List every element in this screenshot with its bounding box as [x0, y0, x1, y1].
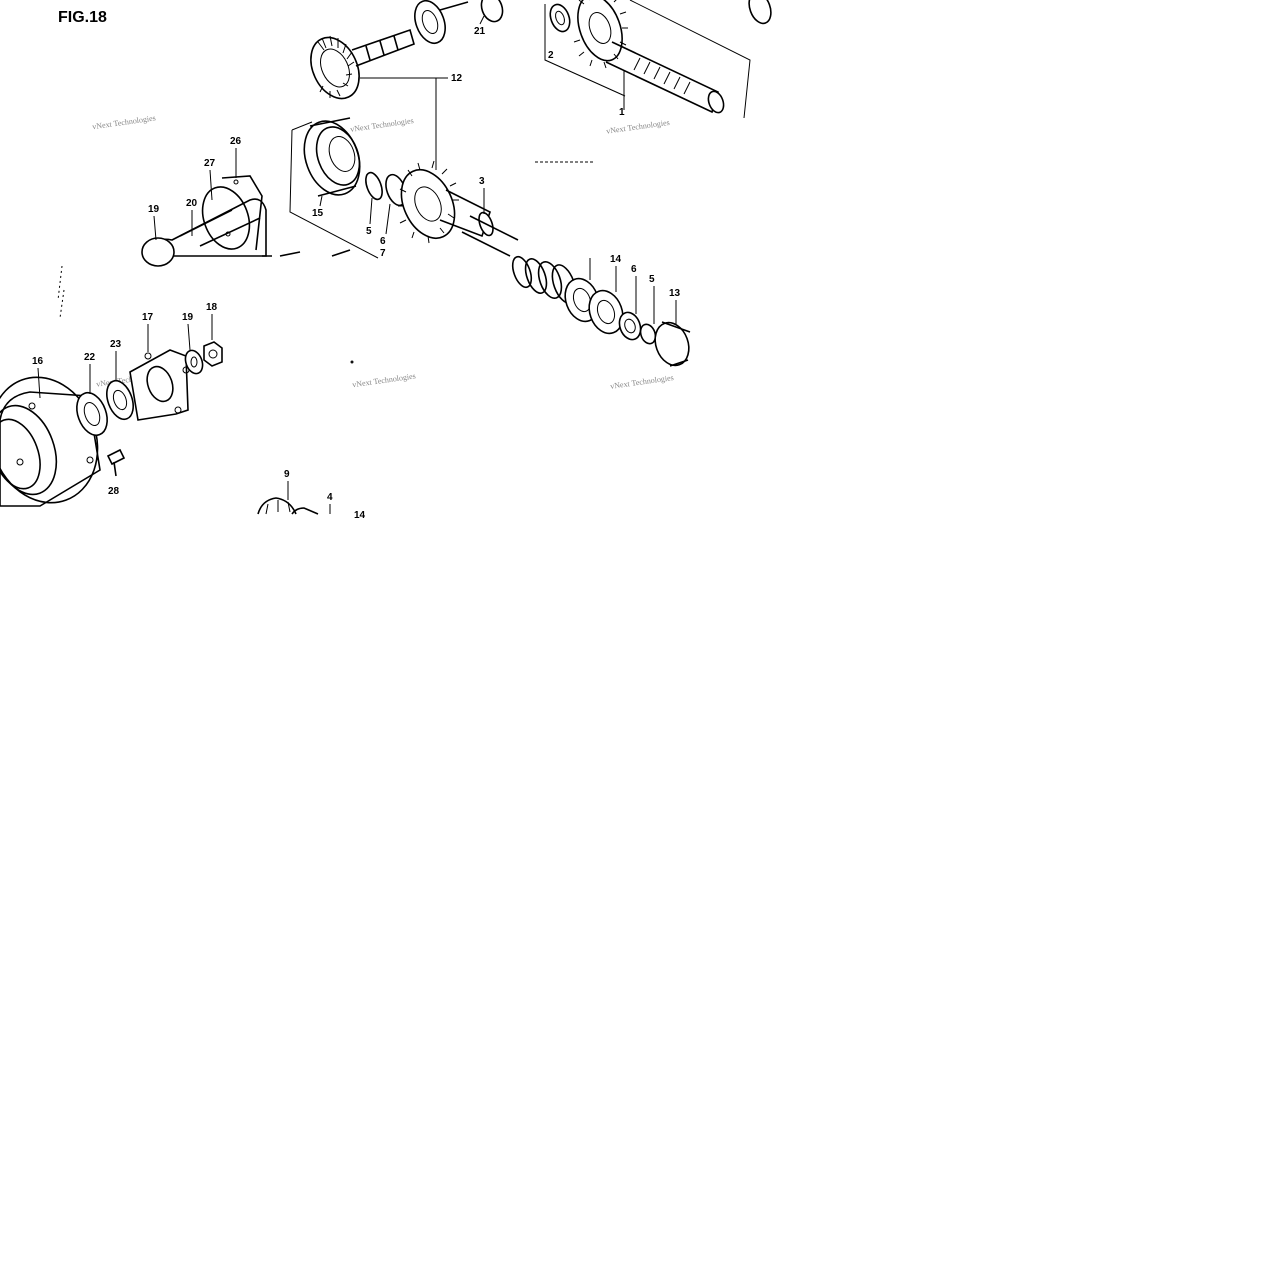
callout-14-lower: 14: [354, 510, 366, 521]
callout-17: 17: [142, 312, 154, 323]
callout-23: 22: [84, 352, 96, 363]
callout-11: 6: [380, 236, 386, 247]
callout-13: 13: [669, 288, 681, 299]
callout-4: 4: [327, 492, 333, 503]
callout-27: 27: [204, 158, 216, 169]
callout-5: 5: [649, 274, 655, 285]
callout-16: 16: [32, 356, 44, 367]
lower-gear-cropped: [257, 497, 319, 515]
callout-12: 7: [380, 248, 386, 259]
callout-8: 12: [451, 73, 463, 84]
callout-24: 23: [110, 339, 122, 350]
callout-15: 15: [312, 208, 324, 219]
figure-title: FIG.18: [58, 9, 107, 26]
callout-18: 18: [206, 302, 218, 313]
callout-7: 9: [284, 469, 290, 480]
extension-housing-upper: [141, 175, 351, 267]
callout-28: 28: [108, 486, 120, 497]
callout-3: 3: [479, 176, 485, 187]
watermark: vNext Technologies: [350, 116, 415, 134]
watermark: vNext Technologies: [610, 373, 675, 391]
extension-housing-lower: [0, 341, 223, 507]
watermark: vNext Technologies: [92, 113, 157, 131]
callout-14: 14: [610, 254, 622, 265]
callout-21: 20: [186, 198, 198, 209]
watermark: vNext Technologies: [352, 371, 417, 389]
callout-2: 2: [548, 50, 554, 61]
callout-26: 26: [230, 136, 242, 147]
bevel-gear-assembly: [289, 117, 519, 259]
output-bearing-set: [511, 255, 691, 367]
callout-1: 1: [619, 107, 625, 118]
leader-8: [360, 77, 448, 170]
callout-19: 19: [182, 312, 194, 323]
counter-shaft-assembly: [544, 0, 772, 119]
watermark: vNext Technologies: [606, 118, 671, 136]
pinion-shaft-assembly: [310, 0, 504, 100]
callout-9: 5: [366, 226, 372, 237]
callout-20: 19: [148, 204, 160, 215]
callout-22: 21: [474, 26, 486, 37]
callout-6: 6: [631, 264, 637, 275]
